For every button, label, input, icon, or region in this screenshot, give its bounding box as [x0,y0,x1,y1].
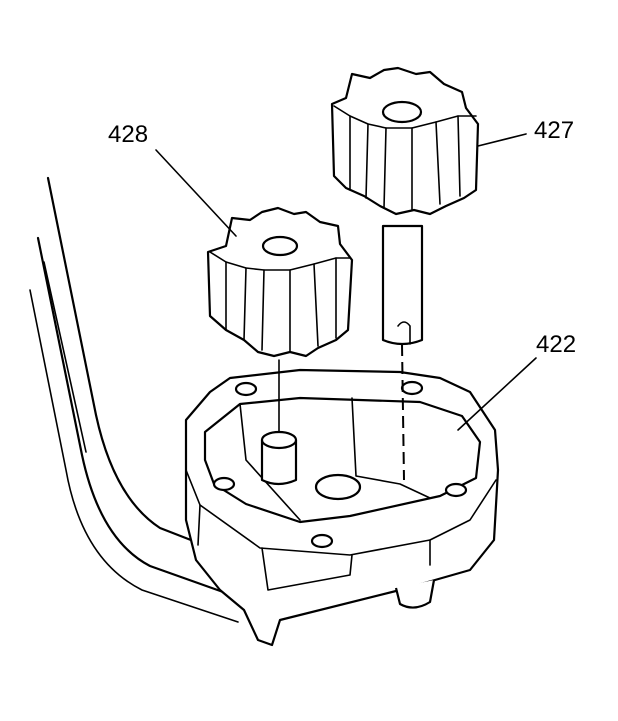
pump-body [184,368,500,647]
leader-427 [477,133,527,147]
callout-428: 428 [108,121,148,148]
callout-427: 427 [534,117,574,144]
drive-gear [330,66,480,346]
leader-428 [155,149,237,237]
callout-422: 422 [536,331,576,358]
leader-422 [457,357,537,431]
drive-gear-alignment-line [401,343,405,481]
driven-gear [206,206,354,358]
